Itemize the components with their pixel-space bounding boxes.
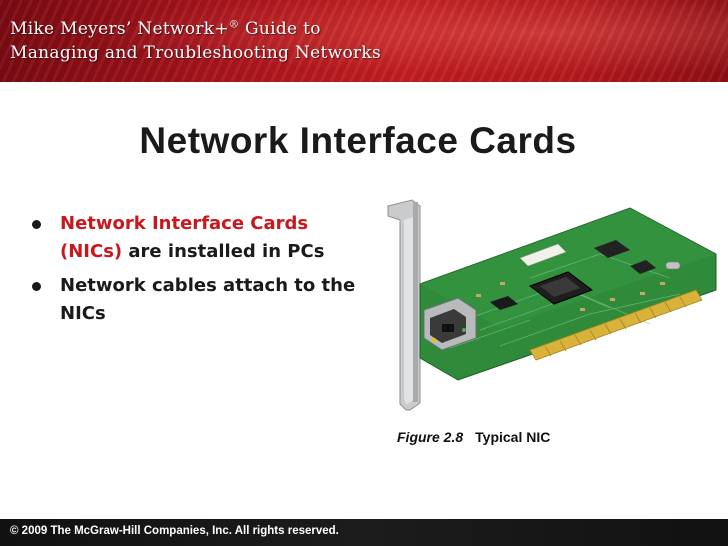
bullet-highlight: Network Interface Cards (NICs) xyxy=(60,213,309,262)
figure-caption: Figure 2.8 Typical NIC xyxy=(397,429,550,445)
banner-title-line1: Mike Meyers’ Network+® Guide to xyxy=(10,19,321,39)
bullet-dot-icon xyxy=(32,282,41,291)
bullet-item: Network cables attach to the NICs xyxy=(30,272,360,328)
figure-caption-text: Typical NIC xyxy=(475,429,551,445)
banner-title-text: Mike Meyers’ Network+ xyxy=(10,19,229,39)
bullet-list: Network Interface Cards (NICs) are insta… xyxy=(30,210,360,334)
copyright-text: © 2009 The McGraw-Hill Companies, Inc. A… xyxy=(10,525,339,537)
bullet-item: Network Interface Cards (NICs) are insta… xyxy=(30,210,360,266)
footer-bar: © 2009 The McGraw-Hill Companies, Inc. A… xyxy=(0,519,728,546)
registered-mark: ® xyxy=(228,19,240,31)
figure-label: Figure 2.8 xyxy=(397,429,464,445)
banner-title-line2: Managing and Troubleshooting Networks xyxy=(10,43,382,63)
bullet-text: Network cables attach to the NICs xyxy=(60,275,356,324)
slide-title: Network Interface Cards xyxy=(139,120,577,161)
banner-title-end: Guide to xyxy=(239,19,321,39)
banner-texture xyxy=(0,0,728,82)
bullet-dot-icon xyxy=(32,220,41,229)
network-interface-card-photo-icon xyxy=(387,199,717,411)
header-banner: Mike Meyers’ Network+® Guide to Managing… xyxy=(0,0,728,82)
bullet-text: are installed in PCs xyxy=(122,241,325,262)
